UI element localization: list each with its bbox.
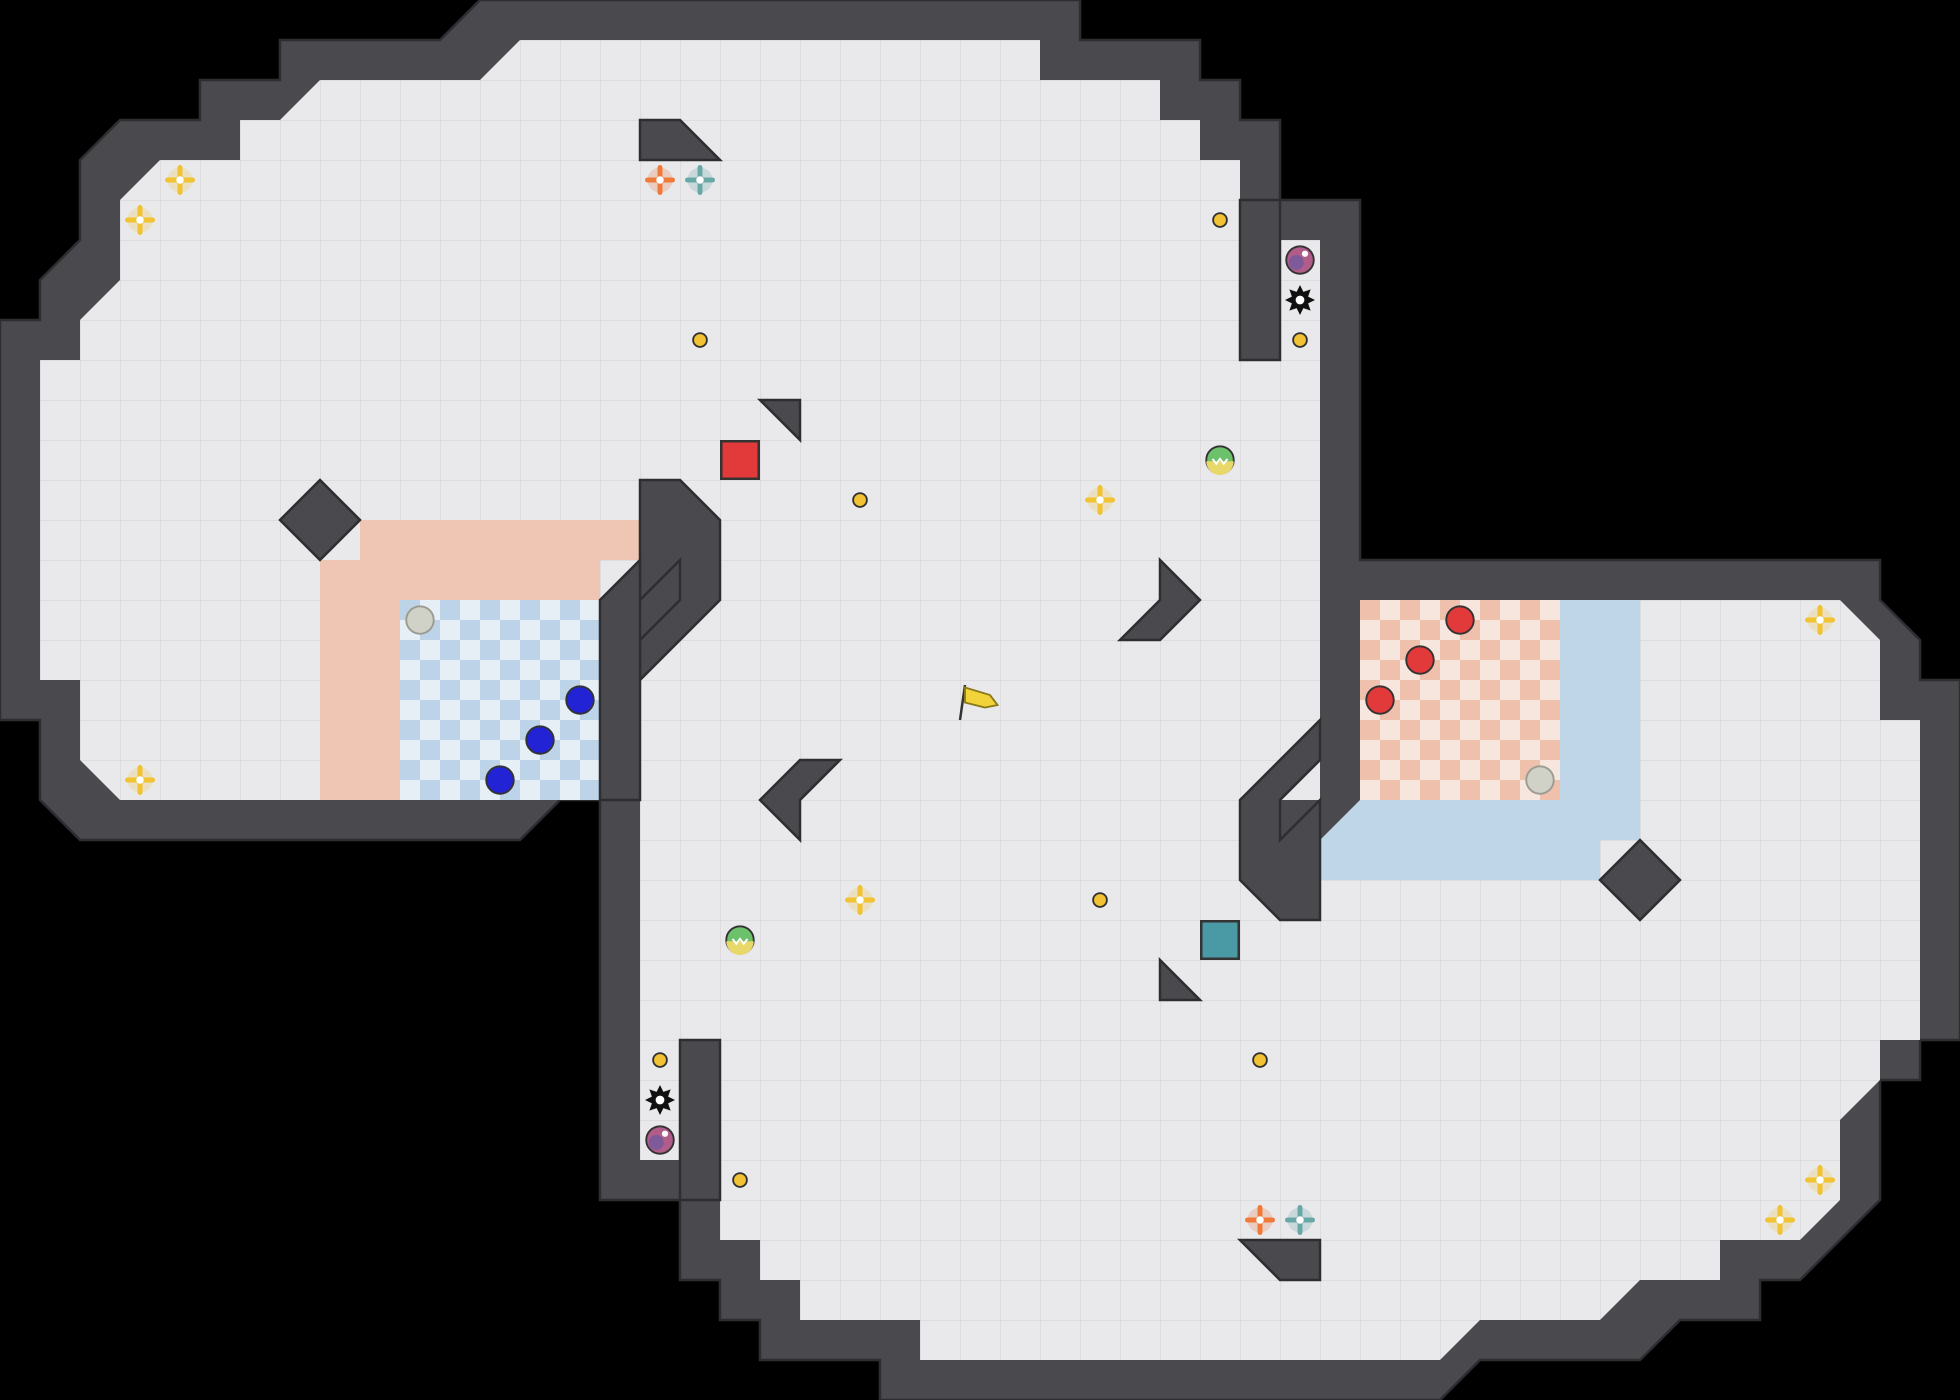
map-items — [125, 165, 1835, 1235]
button-5[interactable] — [1092, 892, 1108, 908]
blue-player-3[interactable] — [485, 765, 515, 795]
diamond-left — [278, 478, 362, 562]
gold-boost-4 — [1085, 485, 1115, 515]
red-team-boost-2 — [1245, 1205, 1275, 1235]
spike-top — [1285, 285, 1315, 315]
red-player-3[interactable] — [1365, 685, 1395, 715]
bomb-left — [405, 605, 435, 635]
red-gate — [720, 440, 760, 480]
button-1[interactable] — [1212, 212, 1228, 228]
button-6[interactable] — [652, 1052, 668, 1068]
button-8[interactable] — [1252, 1052, 1268, 1068]
gold-boost-5 — [845, 885, 875, 915]
wall-stub-topright — [1238, 198, 1282, 362]
blue-gate — [1200, 920, 1240, 960]
red-player-2[interactable] — [1405, 645, 1435, 675]
gold-boost-1 — [165, 165, 195, 195]
red-team-boost-1 — [645, 165, 675, 195]
button-4[interactable] — [852, 492, 868, 508]
gold-boost-2 — [125, 205, 155, 235]
gold-boost-6 — [1805, 605, 1835, 635]
wall-stub-bottomleft — [678, 1038, 722, 1202]
button-3[interactable] — [692, 332, 708, 348]
wedge-right-mid — [1116, 556, 1202, 642]
blue-team-boost-2 — [1285, 1205, 1315, 1235]
red-player-1[interactable] — [1445, 605, 1475, 635]
powerup-bottom[interactable] — [725, 925, 755, 955]
neutral-flag[interactable] — [958, 684, 1000, 721]
wall-column-right — [1238, 716, 1322, 922]
team-zones — [320, 520, 1640, 880]
diamond-right — [1598, 838, 1682, 922]
wedge-lower-mid — [1158, 956, 1204, 1002]
blue-zone-right — [1320, 600, 1640, 880]
button-2[interactable] — [1292, 332, 1308, 348]
blue-team-boost-1 — [685, 165, 715, 195]
wall-column-center-left-lower — [598, 556, 642, 802]
gold-boost-7 — [1805, 1165, 1835, 1195]
wedge-upper-mid — [756, 398, 802, 444]
button-7[interactable] — [732, 1172, 748, 1188]
powerup-top[interactable] — [1205, 445, 1235, 475]
portal-bottom[interactable] — [645, 1125, 675, 1155]
portal-top[interactable] — [1285, 245, 1315, 275]
bomb-right — [1525, 765, 1555, 795]
gold-boost-3 — [125, 765, 155, 795]
inner-walls — [278, 118, 1682, 1282]
wedge-top — [638, 118, 724, 162]
spike-bottom — [645, 1085, 675, 1115]
wedge-bottom — [1236, 1238, 1322, 1282]
wedge-left-mid — [758, 758, 844, 844]
blue-player-1[interactable] — [565, 685, 595, 715]
gold-boost-8 — [1765, 1205, 1795, 1235]
blue-player-2[interactable] — [525, 725, 555, 755]
